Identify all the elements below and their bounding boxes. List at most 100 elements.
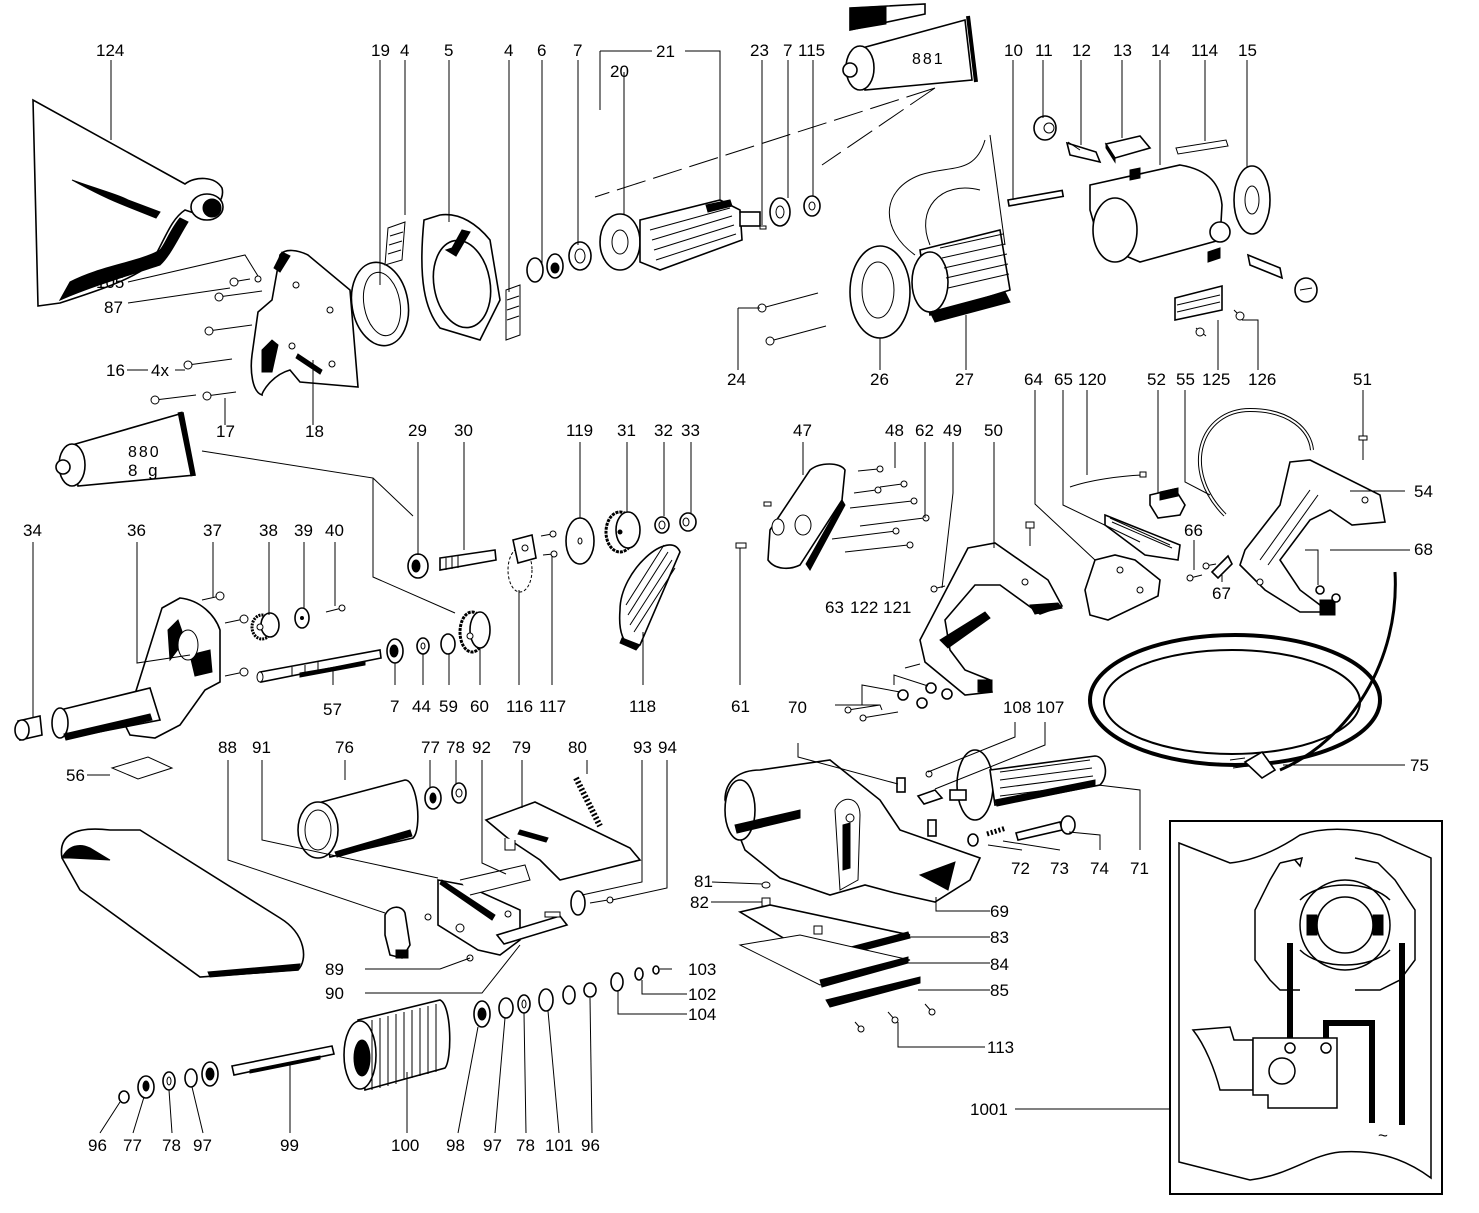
switch-lever-64 — [1084, 554, 1161, 621]
screw-vertical — [1025, 521, 1035, 546]
bearings-77-78-top — [424, 782, 467, 810]
label-4: 4 — [400, 41, 409, 60]
nut-96-right — [583, 982, 597, 998]
bearing-98 — [473, 1000, 491, 1028]
label-66: 66 — [1184, 521, 1203, 540]
label-78-bottom: 78 — [162, 1136, 181, 1155]
bearing-left — [201, 1061, 219, 1087]
label-52: 52 — [1147, 370, 1166, 389]
label-65: 65 — [1054, 370, 1073, 389]
label-84: 84 — [990, 955, 1009, 974]
label-51: 51 — [1353, 370, 1372, 389]
bushing-34 — [14, 715, 43, 741]
label-71: 71 — [1130, 859, 1149, 878]
label-125: 125 — [1202, 370, 1230, 389]
label-strip-114 — [1175, 139, 1229, 155]
screws-48-62 — [831, 465, 930, 553]
label-64: 64 — [1024, 370, 1043, 389]
clamp-107-108 — [916, 770, 944, 805]
screws-81-82 — [761, 881, 771, 907]
label-59: 59 — [439, 697, 458, 716]
strip-85 — [825, 976, 921, 1008]
shaft-99 — [231, 1045, 335, 1076]
gear-60 — [458, 610, 491, 654]
label-91: 91 — [252, 738, 271, 757]
label-103: 103 — [688, 960, 716, 979]
washer-97-right — [498, 997, 514, 1019]
label-78-second: 78 — [516, 1136, 535, 1155]
spring-80 — [573, 776, 603, 828]
bearing-7-gear — [386, 638, 404, 664]
label-77: 77 — [421, 738, 440, 757]
washers-63-122-121 — [844, 663, 953, 722]
label-33: 33 — [681, 421, 700, 440]
label-100: 100 — [391, 1136, 419, 1155]
label-20: 20 — [610, 62, 629, 81]
fan-ring-19 — [350, 261, 410, 347]
label-69: 69 — [990, 902, 1009, 921]
pinion-shaft-30 — [439, 549, 497, 571]
label-89: 89 — [325, 960, 344, 979]
label-61: 61 — [731, 697, 750, 716]
label-23: 23 — [750, 41, 769, 60]
label-79: 79 — [512, 738, 531, 757]
circlip-101 — [538, 988, 554, 1012]
label-4x: 4x — [151, 361, 169, 380]
label-120: 120 — [1078, 370, 1106, 389]
label-122: 122 — [850, 598, 878, 617]
label-27: 27 — [955, 370, 974, 389]
washer-72-spring-73-screw-74 — [967, 815, 1076, 847]
cover-plate-13 — [1104, 135, 1152, 164]
label-60: 60 — [470, 697, 489, 716]
label-116: 116 — [506, 697, 533, 716]
label-94: 94 — [658, 738, 677, 757]
label-6: 6 — [537, 41, 546, 60]
label-16: 16 — [106, 361, 125, 380]
label-38: 38 — [259, 521, 278, 540]
label-107: 107 — [1036, 698, 1064, 717]
label-47: 47 — [793, 421, 812, 440]
motor-cover-18 — [250, 249, 359, 397]
label-113: 113 — [987, 1038, 1014, 1057]
washer-39 — [294, 607, 310, 629]
washer-102 — [634, 967, 644, 981]
handle-54 — [1239, 459, 1386, 616]
label-57: 57 — [323, 700, 342, 719]
label-96: 96 — [88, 1136, 107, 1155]
gear-31 — [604, 510, 641, 554]
label-73: 73 — [1050, 859, 1069, 878]
fan-housing-5 — [421, 213, 501, 341]
bearing-78-bottom-left — [162, 1071, 176, 1091]
washer-93-screw-94 — [570, 890, 614, 916]
label-102: 102 — [688, 985, 716, 1004]
ventilation-grid-4b — [505, 284, 521, 341]
label-48: 48 — [885, 421, 904, 440]
label-92: 92 — [472, 738, 491, 757]
label-63: 63 — [825, 598, 844, 617]
wiring-diagram-1001: ~ — [1169, 820, 1443, 1195]
label-90: 90 — [325, 984, 344, 1003]
label-117: 117 — [539, 697, 566, 716]
screw-51 — [1358, 435, 1368, 460]
label-101: 101 — [545, 1136, 573, 1155]
leader-lines — [32, 50, 1410, 1134]
label-32: 32 — [654, 421, 673, 440]
label-97: 97 — [193, 1136, 212, 1155]
label-75: 75 — [1410, 756, 1429, 775]
screw-40 — [325, 604, 346, 613]
grease-leaders-881 — [594, 87, 936, 198]
pin-61 — [735, 542, 747, 549]
gear-housing-36 — [51, 597, 221, 741]
flange-116 — [507, 534, 537, 593]
armature-20-21 — [599, 199, 761, 271]
brush-cap-right — [1294, 277, 1318, 303]
bearing-7-front — [568, 241, 592, 271]
label-62: 62 — [915, 421, 934, 440]
circlip-59 — [440, 633, 456, 655]
cable-75 — [1088, 407, 1397, 780]
label-56: 56 — [66, 766, 85, 785]
screw-set-left — [150, 275, 263, 405]
small-parts-23-7-115 — [759, 195, 821, 230]
label-78: 78 — [446, 738, 465, 757]
plate-84 — [738, 934, 911, 988]
